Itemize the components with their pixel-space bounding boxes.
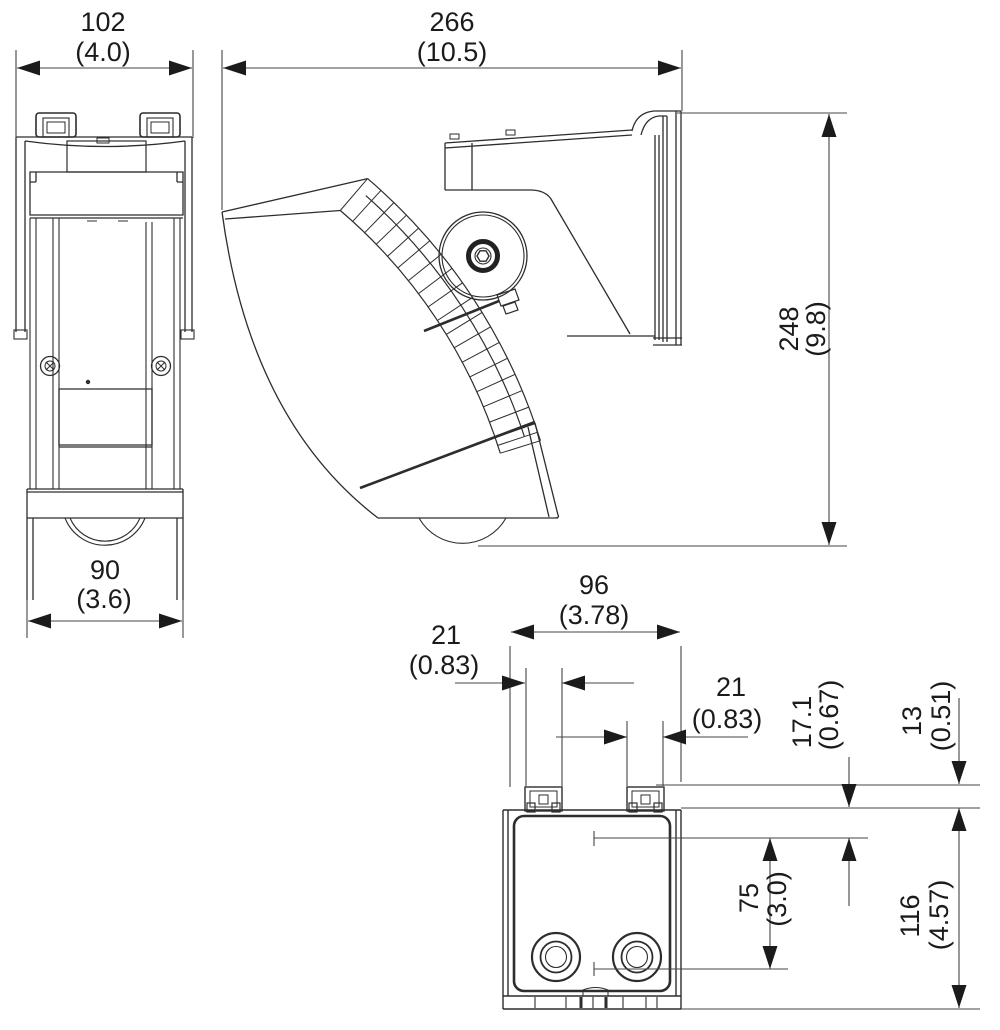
screw-right [150,355,172,377]
terminal-ticks-thick [579,997,608,1008]
hood-base [378,422,560,519]
screw-right-core [155,360,167,372]
dim-side-height-mm: 248 [774,306,804,351]
knockout-left-inner [544,945,568,969]
dim-front-base-width-inch: (3.6) [76,584,132,614]
knockout-right-inner [625,945,649,969]
dim-rear-top-edge-mm: 13 [897,706,927,736]
rear-tab-right-slot [640,794,651,805]
screw-left-core [44,360,56,372]
screw-right-cross [156,361,166,371]
knockout-left-outer [530,931,582,983]
dim-rear-knockout-span-inch: (3.0) [762,871,792,927]
dimension-lines [15,50,980,1010]
dim-side-depth-mm: 266 [429,7,474,37]
rib-band-arcs [339,178,541,454]
dimension-annotations: 102 (4.0) 266 (10.5) 248 (9.8) 90 (3.6) … [15,7,980,1010]
dim-rear-tab-right-inch: (0.83) [692,704,763,734]
rear-inner-frame [512,814,672,993]
dim-rear-tab-left-inch: (0.83) [409,650,480,680]
lens-ribs [339,178,541,454]
side-dome [418,517,507,544]
dim-side-height-inch: (9.8) [801,301,831,357]
dim-rear-top-inset-mm: 17.1 [787,696,817,749]
adjustment-knob [438,211,528,301]
rear-box-outline [502,809,682,1010]
front-lower-band [26,488,184,519]
front-inner-panel [58,388,153,448]
wall-bracket [631,110,682,346]
knockout-left [530,931,582,983]
dim-side-depth-inch: (10.5) [417,37,488,67]
screw-left-head [39,355,61,377]
knockout-notch [582,987,609,996]
mounting-clip-right-slot [150,121,170,134]
knockout-right [611,931,663,983]
rear-tab-right-inner [631,790,660,808]
dim-rear-tab-right-mm: 21 [716,672,746,702]
front-shell-foot-left [13,329,28,340]
knockout-right-outer [611,931,663,983]
front-side-rails [29,218,181,489]
front-shell [15,136,193,332]
led-pinhole [85,379,91,385]
rear-tab-left-foot-a [526,802,536,813]
dim-rear-tab-left-mm: 21 [431,620,461,650]
dim-front-base-width-mm: 90 [90,555,120,585]
mounting-clip-left-slot [46,121,66,134]
rear-tab-left-foot-b [551,802,561,813]
rear-tab-left-inner [529,790,558,808]
screw-right-head [150,355,172,377]
front-view [13,112,195,600]
dim-rear-width-mm: 96 [579,570,609,600]
dim-front-width-inch: (4.0) [75,37,131,67]
terminal-ticks [534,997,658,1008]
back-box [444,129,655,337]
rear-tab-left-outer [524,786,563,812]
dim-rear-top-edge-inch: (0.51) [926,681,956,752]
knob-outer-rim [438,211,528,301]
rear-tab-right-foot-b [653,802,663,813]
rear-tab-right-outer [626,786,665,812]
dim-rear-knockout-span-mm: 75 [734,883,764,913]
front-shell-foot-right [180,329,195,340]
dim-rear-top-inset-inch: (0.67) [814,680,844,751]
dim-front-width-mm: 102 [80,7,125,37]
front-dome [64,517,146,546]
knob-hex-socket [476,250,490,262]
rear-tab-right [626,786,665,813]
dim-rear-height-inch: (4.57) [924,880,954,951]
box-screw-right [505,129,516,136]
dim-rear-width-inch: (3.78) [559,600,630,630]
dim-rear-height-mm: 116 [895,894,925,937]
knob-dark-ring [466,239,500,273]
knockout-left-mid [539,940,573,974]
lens-hood-left-curve [221,211,379,519]
screw-left [39,355,61,377]
knob-inner-rim [441,214,525,298]
bottom-view [502,786,682,1010]
front-lower-walls [26,518,184,600]
knob-hub [474,247,492,265]
lens-hood-top-edge [221,177,368,220]
side-view [221,110,682,544]
rear-tab-left-slot [538,794,549,805]
pivot-arm [423,299,500,333]
knockout-right-mid [620,940,654,974]
screw-left-cross [45,361,55,371]
hood-cut-edge [359,420,536,490]
rear-tab-right-foot-a [628,802,638,813]
box-screw-left [449,133,460,140]
front-upper-band [29,171,184,219]
rear-tab-left [524,786,563,813]
